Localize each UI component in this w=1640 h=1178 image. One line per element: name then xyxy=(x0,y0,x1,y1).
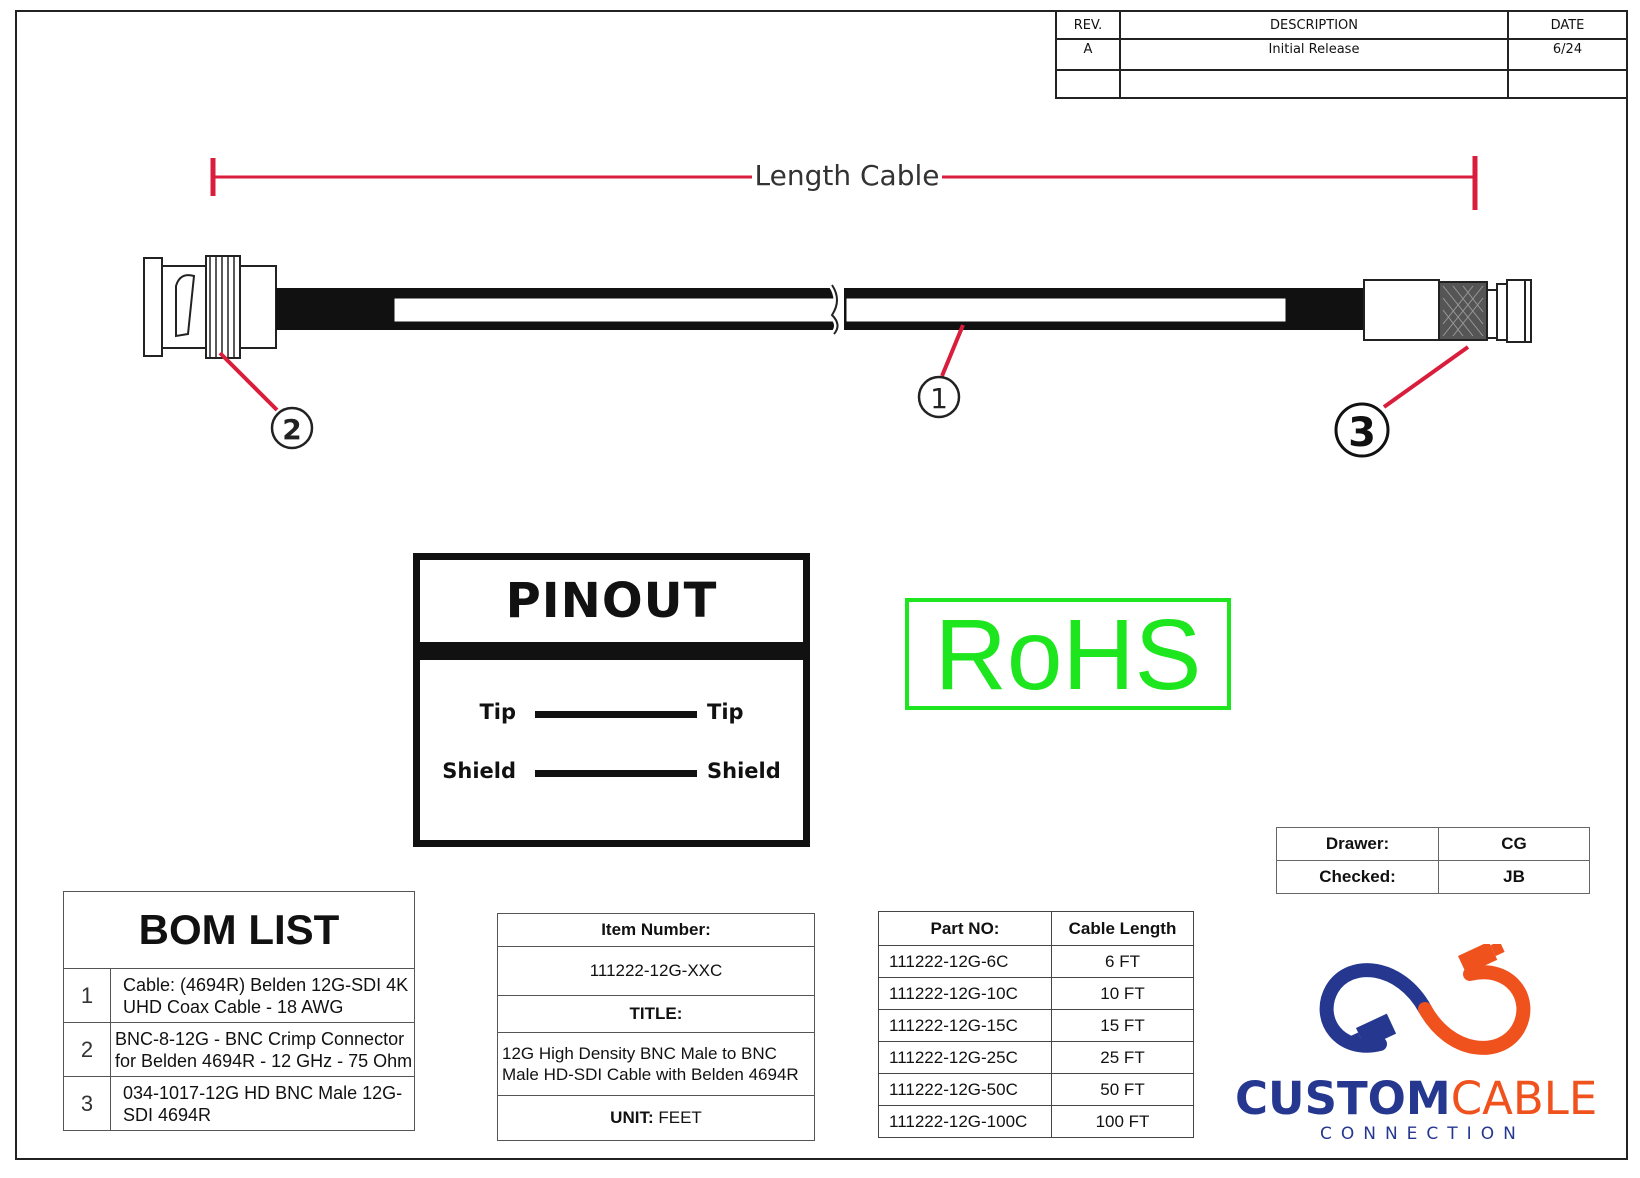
drawer-label: Drawer: xyxy=(1276,827,1439,861)
bom-title: BOM LIST xyxy=(63,891,415,969)
part-row: 111222-12G-15C 15 FT xyxy=(878,1009,1194,1042)
rev-cell: A xyxy=(1055,38,1121,71)
callout-3-label: 3 xyxy=(1348,410,1376,456)
callout-3: 3 xyxy=(1334,345,1470,458)
part-row: 111222-12G-100C 100 FT xyxy=(878,1105,1194,1138)
bom-number: 1 xyxy=(63,968,111,1023)
unit-cell: UNIT: FEET xyxy=(497,1095,815,1141)
part-row: 111222-12G-25C 25 FT xyxy=(878,1041,1194,1074)
description-header: DESCRIPTION xyxy=(1119,10,1509,40)
logo-word-cable: CABLE xyxy=(1450,1072,1598,1125)
title-value: 12G High Density BNC Male to BNC Male HD… xyxy=(497,1032,815,1096)
pin-left-label: Tip xyxy=(479,700,516,724)
item-number-value: 111222-12G-XXC xyxy=(497,946,815,996)
pinout-row-shield: Shield Shield xyxy=(420,759,803,789)
logo-subtitle: CONNECTION xyxy=(1320,1124,1525,1144)
callout-1: 1 xyxy=(917,324,965,419)
company-logo-mark xyxy=(1319,944,1531,1055)
drawer-value: CG xyxy=(1438,827,1590,861)
company-logo-wordmark: CUSTOMCABLE xyxy=(1235,1072,1597,1125)
drawer-table: Drawer: CG Checked: JB xyxy=(1276,827,1590,894)
cable-length: 25 FT xyxy=(1051,1041,1194,1074)
callout-2-label: 2 xyxy=(282,413,301,446)
checked-value: JB xyxy=(1438,860,1590,894)
cable-body xyxy=(276,283,1364,337)
item-number-label: Item Number: xyxy=(497,913,815,947)
callout-2: 2 xyxy=(218,351,314,450)
part-number: 111222-12G-10C xyxy=(878,977,1052,1010)
dimension-label: Length Cable xyxy=(755,159,940,192)
part-number: 111222-12G-15C xyxy=(878,1009,1052,1042)
unit-label: UNIT: xyxy=(610,1108,654,1127)
rohs-mark: RoHS xyxy=(905,598,1231,710)
logo-word-custom: CUSTOM xyxy=(1235,1072,1451,1125)
cable-length-header: Cable Length xyxy=(1051,911,1194,946)
part-number: 111222-12G-50C xyxy=(878,1073,1052,1106)
part-number: 111222-12G-6C xyxy=(878,945,1052,978)
cable-length: 100 FT xyxy=(1051,1105,1194,1138)
part-row: 111222-12G-50C 50 FT xyxy=(878,1073,1194,1106)
part-row: 111222-12G-6C 6 FT xyxy=(878,945,1194,978)
bom-row: 3 034-1017-12G HD BNC Male 12G-SDI 4694R xyxy=(63,1076,415,1131)
title-label: TITLE: xyxy=(497,995,815,1033)
bom-number: 2 xyxy=(63,1022,111,1077)
description-cell: Initial Release xyxy=(1119,38,1509,71)
date-cell xyxy=(1507,69,1628,99)
bom-row: 2 BNC-8-12G - BNC Crimp Connector for Be… xyxy=(63,1022,415,1077)
part-no-header: Part NO: xyxy=(878,911,1052,946)
pin-left-label: Shield xyxy=(442,759,516,783)
pinout-box: PINOUT Tip Tip Shield Shield xyxy=(413,553,810,847)
right-hd-bnc-connector xyxy=(1363,279,1532,343)
bom-description: BNC-8-12G - BNC Crimp Connector for Beld… xyxy=(110,1022,415,1077)
bom-row: 1 Cable: (4694R) Belden 12G-SDI 4K UHD C… xyxy=(63,968,415,1023)
bom-description: Cable: (4694R) Belden 12G-SDI 4K UHD Coa… xyxy=(110,968,415,1023)
callout-1-label: 1 xyxy=(930,382,948,415)
revision-table: REV. DESCRIPTION DATE A Initial Release … xyxy=(1055,10,1628,99)
length-dimension: Length Cable xyxy=(210,156,1478,210)
bom-number: 3 xyxy=(63,1076,111,1131)
checked-label: Checked: xyxy=(1276,860,1439,894)
rev-cell xyxy=(1055,69,1121,99)
pin-wire xyxy=(535,770,697,777)
cable-drawing: Length Cable xyxy=(143,156,1532,458)
bom-table: BOM LIST 1 Cable: (4694R) Belden 12G-SDI… xyxy=(63,891,415,1131)
item-table: Item Number: 111222-12G-XXC TITLE: 12G H… xyxy=(497,913,815,1141)
part-number-table: Part NO: Cable Length 111222-12G-6C 6 FT… xyxy=(878,911,1194,1138)
rev-header: REV. xyxy=(1055,10,1121,40)
description-cell xyxy=(1119,69,1509,99)
cable-length: 50 FT xyxy=(1051,1073,1194,1106)
date-header: DATE xyxy=(1507,10,1628,40)
pinout-title: PINOUT xyxy=(420,560,803,660)
date-cell: 6/24 xyxy=(1507,38,1628,71)
left-bnc-connector xyxy=(143,255,277,359)
drawing-sheet-border xyxy=(15,10,1628,1160)
bom-description: 034-1017-12G HD BNC Male 12G-SDI 4694R xyxy=(110,1076,415,1131)
part-row: 111222-12G-10C 10 FT xyxy=(878,977,1194,1010)
pin-wire xyxy=(535,711,697,718)
part-number: 111222-12G-100C xyxy=(878,1105,1052,1138)
part-number: 111222-12G-25C xyxy=(878,1041,1052,1074)
cable-length: 10 FT xyxy=(1051,977,1194,1010)
pinout-row-tip: Tip Tip xyxy=(420,700,803,730)
pin-right-label: Shield xyxy=(707,759,781,783)
unit-value: FEET xyxy=(658,1108,702,1127)
cable-length: 15 FT xyxy=(1051,1009,1194,1042)
cable-length: 6 FT xyxy=(1051,945,1194,978)
pin-right-label: Tip xyxy=(707,700,744,724)
